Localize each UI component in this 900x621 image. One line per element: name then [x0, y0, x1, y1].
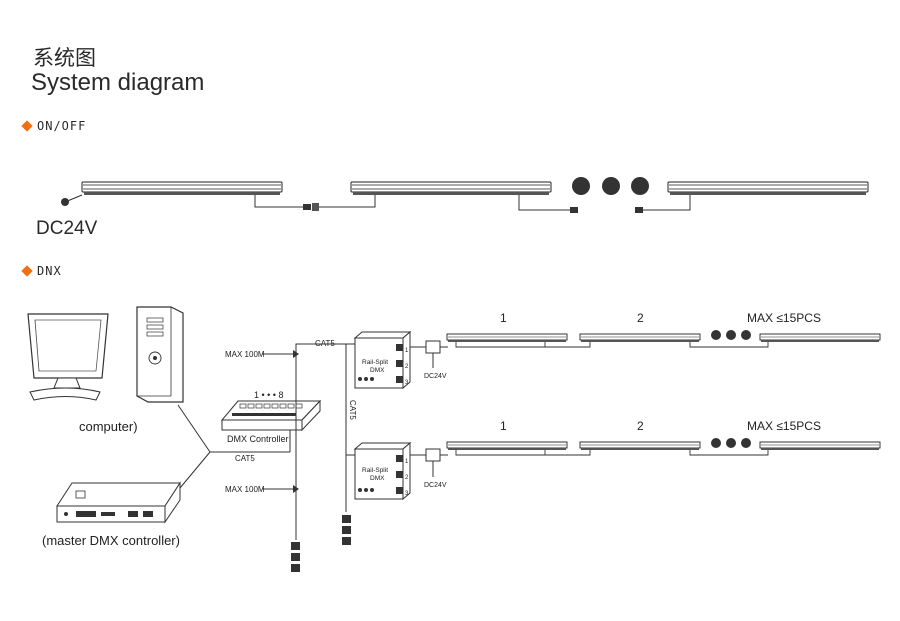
onoff-led-bar-1 — [81, 181, 283, 196]
rail-port-1: 1 — [405, 348, 409, 354]
terminator-icon — [342, 537, 351, 545]
continuation-dot-icon — [602, 177, 620, 195]
rail-split-label: Rail-Split — [362, 467, 388, 474]
continuation-dot-icon — [726, 330, 736, 340]
continuation-dot-icon — [741, 330, 751, 340]
continuation-dot-icon — [741, 438, 751, 448]
master-controller-icon — [56, 481, 181, 524]
power-bottom-label: DC24V — [424, 482, 447, 489]
computer-label: computer) — [79, 419, 138, 434]
terminator-icon — [342, 526, 351, 534]
page-title: System diagram — [31, 69, 205, 96]
rail-port-2: 2 — [405, 364, 409, 370]
onoff-led-bar-3 — [667, 181, 869, 196]
continuation-dot-icon — [711, 438, 721, 448]
onoff-led-bar-2 — [350, 181, 552, 196]
dmx-led-bar-row2-1 — [446, 441, 568, 451]
dmx-controller-label: DMX Controller — [227, 434, 289, 444]
row1-bar-1-label: 1 — [500, 311, 507, 325]
row2-bar-2-label: 2 — [637, 419, 644, 433]
row2-max-label: MAX ≤15PCS — [747, 419, 821, 433]
master-controller-label: (master DMX controller) — [42, 533, 180, 548]
dmx-led-bar-row2-3 — [759, 441, 881, 451]
rail-port-3: 3 — [405, 491, 409, 497]
computer-monitor-icon — [27, 313, 109, 401]
rail-port-2: 2 — [405, 475, 409, 481]
continuation-dot-icon — [572, 177, 590, 195]
max-distance-bottom-label: MAX 100M — [225, 485, 265, 494]
section-dmx-label: DNX — [37, 264, 62, 278]
terminator-icon — [291, 542, 300, 550]
dmx-led-bar-row1-3 — [759, 333, 881, 343]
rail-split-dmx-bottom: Rail-Split DMX 1 2 3 — [353, 441, 412, 501]
rail-dmx-label: DMX — [370, 367, 385, 374]
continuation-dot-icon — [631, 177, 649, 195]
cat5-mid-label: CAT5 — [348, 400, 357, 420]
max-distance-top-label: MAX 100M — [225, 350, 265, 359]
row2-bar-1-label: 1 — [500, 419, 507, 433]
rail-port-1: 1 — [405, 459, 409, 465]
dmx-controller-ports-label: 1 • • • 8 — [254, 390, 283, 400]
dmx-controller-icon — [220, 399, 322, 432]
continuation-dot-icon — [726, 438, 736, 448]
power-supply-icon — [425, 448, 441, 462]
cat5-top-label: CAT5 — [315, 339, 335, 348]
rail-split-label: Rail-Split — [362, 359, 388, 366]
rail-dmx-label: DMX — [370, 475, 385, 482]
onoff-power-label: DC24V — [36, 218, 98, 239]
terminator-icon — [291, 553, 300, 561]
row1-max-label: MAX ≤15PCS — [747, 311, 821, 325]
rail-split-dmx-top: Rail-Split DMX 1 2 3 — [353, 330, 412, 390]
power-top-label: DC24V — [424, 373, 447, 380]
dmx-led-bar-row2-2 — [579, 441, 701, 451]
terminator-icon — [342, 515, 351, 523]
cat5-left-label: CAT5 — [235, 454, 255, 463]
power-supply-icon — [425, 340, 441, 354]
onoff-system — [61, 177, 869, 213]
row1-bar-2-label: 2 — [637, 311, 644, 325]
page-title-cn: 系统图 — [33, 47, 96, 70]
continuation-dot-icon — [711, 330, 721, 340]
rail-port-3: 3 — [405, 380, 409, 386]
terminator-icon — [291, 564, 300, 572]
section-onoff-label: ON/OFF — [37, 119, 87, 133]
computer-tower-icon — [136, 306, 184, 403]
dmx-led-bar-row1-1 — [446, 333, 568, 343]
dmx-led-bar-row1-2 — [579, 333, 701, 343]
